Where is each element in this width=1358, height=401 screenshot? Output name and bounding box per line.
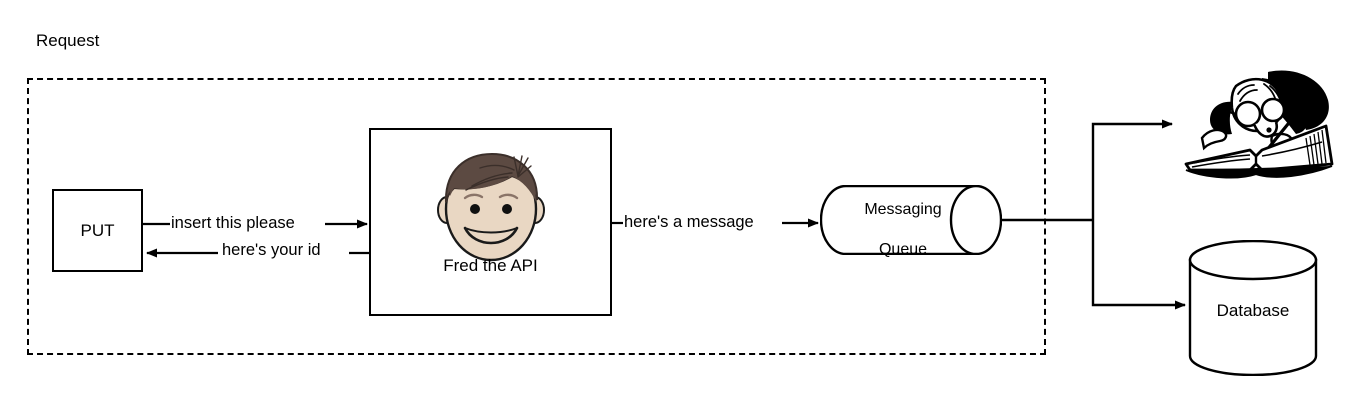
node-put[interactable]: PUT: [52, 189, 143, 272]
edge-label-heres-a-message: here's a message: [623, 213, 755, 232]
node-fred-api-label: Fred the API: [443, 256, 538, 275]
node-messaging-queue[interactable]: Messaging Queue: [819, 184, 1003, 258]
edge-label-insert-this-please: insert this please: [170, 214, 296, 233]
edge-label-heres-your-id: here's your id: [221, 241, 322, 260]
horizontal-cylinder-shape: [819, 184, 1003, 256]
cartoon-face-icon: [432, 146, 550, 268]
queue-label-line2: Queue: [878, 241, 928, 258]
node-database-label: Database: [1216, 300, 1290, 320]
node-database[interactable]: Database: [1188, 239, 1318, 377]
queue-label-line1: Messaging: [864, 201, 942, 218]
request-boundary-label: Request: [36, 31, 100, 50]
request-boundary-box: [27, 78, 1046, 355]
node-messaging-queue-label: Messaging Queue: [828, 180, 978, 260]
cylinder-shape: [1188, 239, 1318, 377]
edge-queue-fanout: [1002, 119, 1186, 310]
node-put-label: PUT: [80, 220, 115, 240]
scribe-writing-in-book-icon: [1176, 64, 1344, 180]
node-fred-api[interactable]: Fred the API: [369, 128, 612, 316]
